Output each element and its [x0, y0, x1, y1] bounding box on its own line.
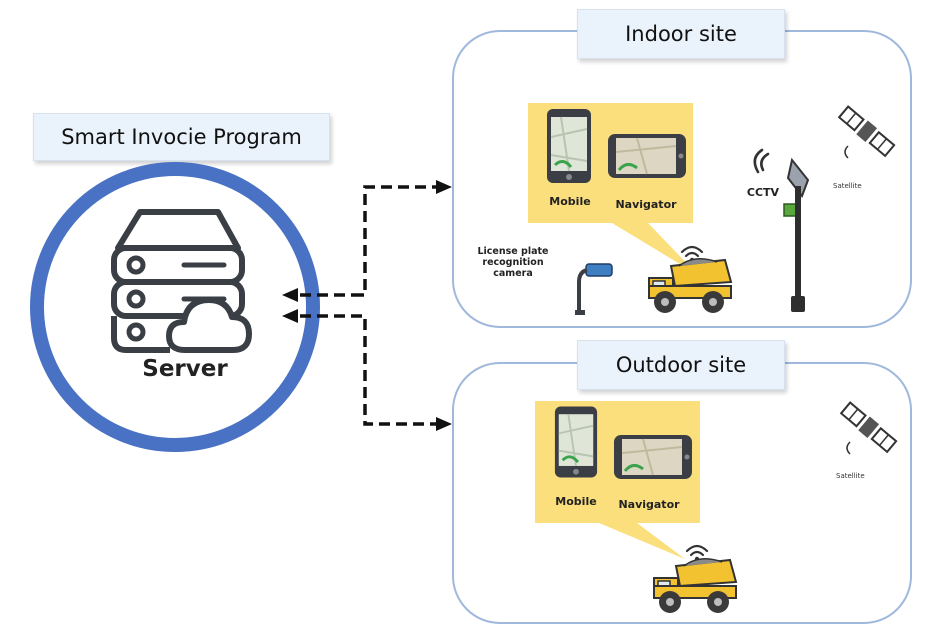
- outdoor-site-title: Outdoor site: [577, 340, 785, 390]
- truck-icon: [645, 256, 737, 318]
- outdoor-truck-icon: [650, 556, 742, 618]
- indoor-satellite-label: Satellite: [833, 182, 862, 190]
- outdoor-navigator-label: Navigator: [618, 498, 680, 511]
- arrow-head-indoor: [436, 180, 452, 194]
- cctv-icon: [780, 156, 820, 316]
- outdoor-satellite-icon: [834, 396, 902, 460]
- plate-camera-label: License plate recognition camera: [477, 246, 549, 279]
- indoor-site-title: Indoor site: [577, 9, 785, 59]
- cloud-icon: [165, 290, 255, 356]
- arrow-head-outdoor: [436, 417, 452, 431]
- outdoor-navigator-icon: [613, 433, 693, 481]
- indoor-navigator-label: Navigator: [615, 198, 677, 211]
- indoor-mobile-label: Mobile: [549, 195, 591, 208]
- navigator-icon: [607, 132, 687, 180]
- outdoor-satellite-label: Satellite: [836, 472, 865, 480]
- server-label: Server: [142, 356, 228, 382]
- cctv-label: CCTV: [746, 186, 780, 199]
- satellite-icon: [832, 100, 900, 164]
- arrow-head-server-bottom: [282, 309, 298, 323]
- cctv-wifi-icon: [746, 144, 782, 180]
- server-program-title: Smart Invocie Program: [33, 113, 330, 161]
- plate-camera-icon: [573, 258, 615, 316]
- outdoor-mobile-icon: [553, 404, 599, 480]
- mobile-icon: [545, 107, 593, 185]
- arrow-head-server-top: [282, 288, 298, 302]
- outdoor-mobile-label: Mobile: [555, 495, 597, 508]
